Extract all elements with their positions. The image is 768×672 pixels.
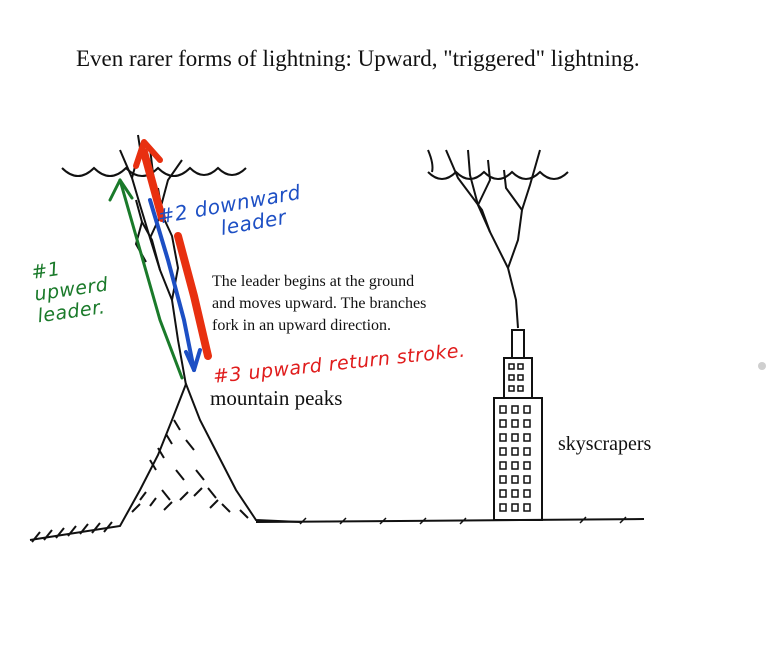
note-line: fork in an upward direction. xyxy=(212,317,392,334)
page-title: Even rarer forms of lightning: Upward, "… xyxy=(76,46,640,71)
right-cloud xyxy=(427,170,569,180)
note-line: The leader begins at the ground xyxy=(212,273,415,290)
mountain-peaks-label: mountain peaks xyxy=(210,386,343,410)
skyscrapers-label: skyscrapers xyxy=(558,433,652,455)
skyscraper-lightning xyxy=(445,149,541,329)
blue-downward-arrow xyxy=(148,198,202,372)
ground-line xyxy=(255,518,645,523)
green-upward-arrow xyxy=(108,178,184,380)
green-upward-leader-label: #1 upwerd leader. xyxy=(30,257,110,328)
mountain xyxy=(29,381,301,543)
red-return-stroke xyxy=(133,139,212,360)
left-cloud xyxy=(61,166,247,177)
note-line: and moves upward. The branches xyxy=(212,295,427,312)
smudge xyxy=(758,362,766,370)
skyscraper xyxy=(493,329,543,521)
explanation-note: The leader begins at the ground and move… xyxy=(212,271,522,337)
